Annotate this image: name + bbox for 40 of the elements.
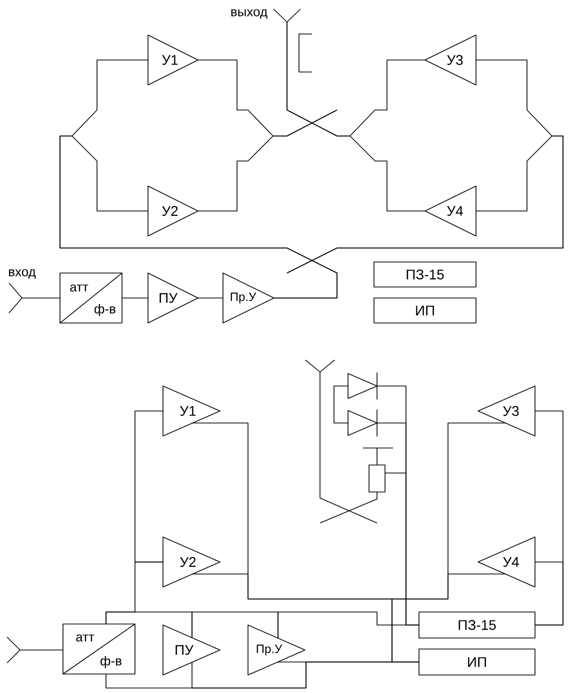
amplifier-triangle: Пр.У	[248, 624, 306, 676]
wire	[334, 386, 348, 424]
antenna-label: вход	[9, 269, 36, 279]
antenna-label: выход	[231, 9, 268, 19]
wire	[192, 612, 278, 639]
antenna-symbol	[6, 636, 20, 664]
wire	[106, 562, 164, 624]
diode-symbol	[348, 409, 378, 437]
amplifier-triangle: Пр.У	[222, 272, 274, 324]
wire	[60, 136, 338, 298]
antenna-symbol	[273, 8, 301, 22]
attenuator-box: атт ф-в	[62, 624, 136, 674]
amplifier-triangle: ПУ	[148, 272, 198, 324]
antenna-symbol	[305, 360, 335, 372]
amplifier-triangle: У2	[148, 186, 198, 236]
attenuator-box: атт ф-в	[60, 272, 122, 324]
device-box: ПЗ-15	[418, 612, 536, 638]
amplifier-triangle: У2	[162, 536, 220, 588]
amplifier-triangle: У4	[424, 186, 476, 236]
wire	[320, 372, 378, 524]
amplifier-triangle: У4	[478, 536, 536, 588]
amplifier-triangle: ПУ	[162, 624, 220, 676]
amplifier-triangle: У1	[148, 34, 198, 86]
resistor-symbol	[368, 464, 386, 492]
wire	[286, 136, 564, 274]
wire	[320, 492, 378, 524]
wire	[384, 472, 420, 626]
device-box: ИП	[374, 298, 476, 324]
amplifier-triangle: У1	[162, 386, 220, 436]
wire	[286, 22, 426, 212]
wire	[134, 410, 164, 562]
wire	[534, 562, 564, 626]
device-box: ИП	[418, 648, 536, 676]
diode-symbol	[348, 372, 378, 400]
wire	[392, 574, 506, 662]
device-box: ПЗ-15	[374, 262, 476, 288]
amplifier-triangle: У3	[478, 386, 536, 436]
wire	[198, 110, 338, 212]
antenna-symbol	[8, 282, 22, 314]
amplifier-triangle: У3	[424, 34, 476, 86]
